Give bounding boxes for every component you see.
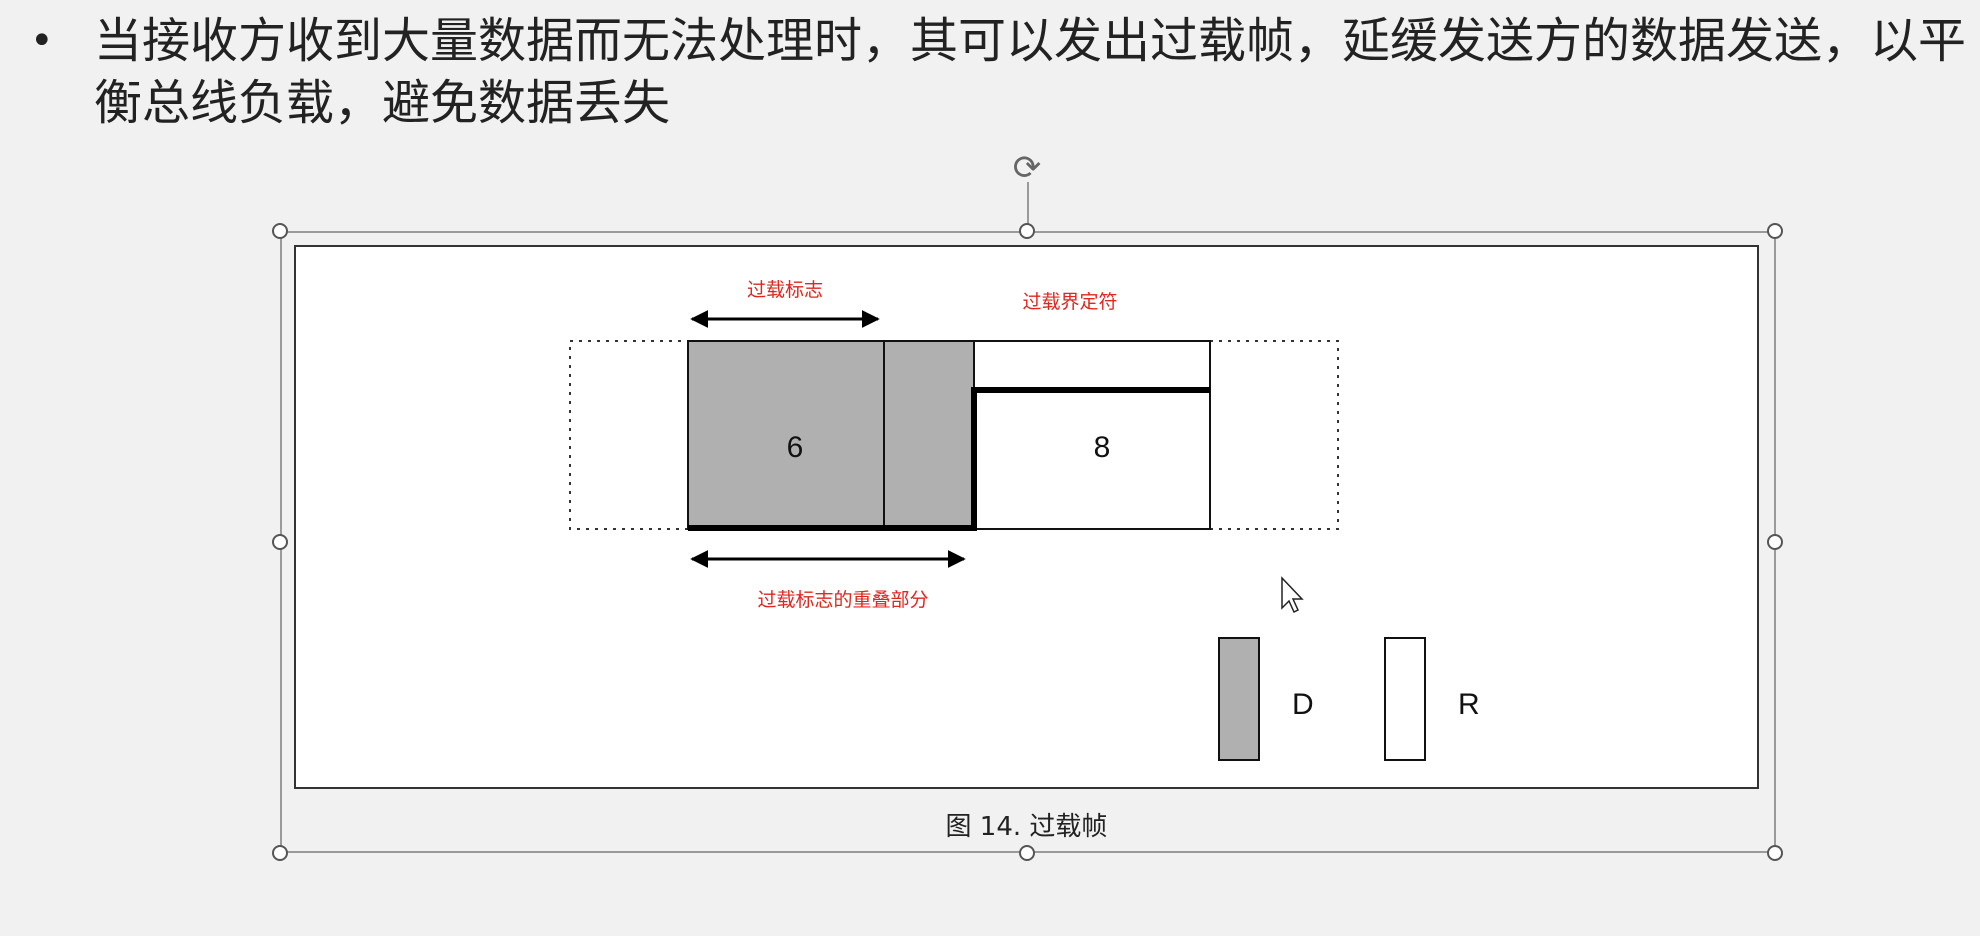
next-field-dotted [1209, 340, 1339, 530]
legend-dominant-swatch [1218, 637, 1260, 761]
resize-handle-left[interactable] [272, 534, 288, 550]
resize-handle-top-right[interactable] [1767, 223, 1783, 239]
rotate-handle-icon[interactable]: ⟳ [1012, 148, 1042, 188]
field-8-label: 8 [1094, 431, 1111, 464]
rotate-stem [1027, 182, 1029, 231]
overload-flag-label: 过载标志 [747, 279, 823, 301]
resize-handle-bottom[interactable] [1019, 845, 1035, 861]
bullet-text: 当接收方收到大量数据而无法处理时，其可以发出过载帧，延缓发送方的数据发送，以平衡… [94, 13, 1967, 131]
resize-handle-right[interactable] [1767, 534, 1783, 550]
figure-caption: 图 14. 过载帧 [945, 812, 1108, 842]
bullet-marker: • [30, 18, 54, 64]
field-6-label: 6 [787, 431, 804, 464]
mouse-pointer-icon [1281, 576, 1304, 614]
overlap-label: 过载标志的重叠部分 [757, 589, 928, 611]
resize-handle-bottom-right[interactable] [1767, 845, 1783, 861]
resize-handle-bottom-left[interactable] [272, 845, 288, 861]
overload-delimiter-label: 过载界定符 [1022, 291, 1117, 313]
prev-field-dotted [569, 340, 689, 530]
legend-recessive-label: R [1458, 688, 1480, 721]
legend-dominant-label: D [1292, 688, 1314, 721]
delimiter-block [973, 340, 1211, 530]
signal-level-line [688, 387, 1210, 531]
legend-recessive-swatch [1384, 637, 1426, 761]
resize-handle-top[interactable] [1019, 223, 1035, 239]
overlap-block [883, 340, 975, 530]
resize-handle-top-left[interactable] [272, 223, 288, 239]
